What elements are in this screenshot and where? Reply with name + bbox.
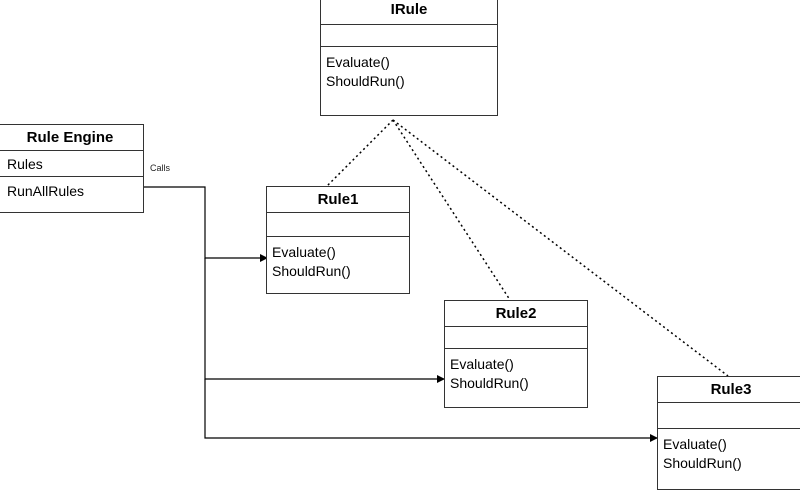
rule1-title: Rule1	[267, 187, 409, 213]
realization-line-rule2	[392, 119, 511, 301]
calls-connector-rule1	[143, 186, 268, 262]
rule1-methods-section: Evaluate() ShouldRun()	[267, 237, 409, 281]
rule2-title: Rule2	[445, 301, 587, 327]
rule1-method-shouldrun: ShouldRun()	[272, 263, 351, 279]
realization-line-rule3	[392, 119, 729, 377]
rule3-class-box[interactable]: Rule3 Evaluate() ShouldRun()	[657, 376, 800, 490]
rule1-method-evaluate: Evaluate()	[272, 244, 336, 260]
irule-method-shouldrun: ShouldRun()	[326, 73, 405, 89]
rule2-method-evaluate: Evaluate()	[450, 356, 514, 372]
realization-line-rule1	[326, 119, 394, 187]
rule3-method-shouldrun: ShouldRun()	[663, 455, 742, 471]
irule-methods-section: Evaluate() ShouldRun()	[321, 47, 497, 91]
rule-engine-attribute-rules: Rules	[0, 151, 143, 177]
rule3-attributes-section	[658, 403, 800, 429]
calls-connector-rule3	[204, 379, 658, 442]
irule-method-evaluate: Evaluate()	[326, 54, 390, 70]
calls-label: Calls	[150, 163, 171, 173]
rule1-class-box[interactable]: Rule1 Evaluate() ShouldRun()	[266, 186, 410, 294]
rule3-methods-section: Evaluate() ShouldRun()	[658, 429, 800, 473]
rule-engine-methods-section: RunAllRules	[0, 177, 143, 201]
irule-title: IRule	[321, 0, 497, 25]
rule3-method-evaluate: Evaluate()	[663, 436, 727, 452]
rule1-attributes-section	[267, 213, 409, 237]
rule-engine-method-runallrules: RunAllRules	[7, 183, 85, 199]
rule2-methods-section: Evaluate() ShouldRun()	[445, 349, 587, 393]
rule2-attributes-section	[445, 327, 587, 349]
rule-engine-class-box[interactable]: Rule Engine Rules RunAllRules	[0, 124, 144, 213]
rule2-method-shouldrun: ShouldRun()	[450, 375, 529, 391]
rule3-title: Rule3	[658, 377, 800, 403]
rule2-class-box[interactable]: Rule2 Evaluate() ShouldRun()	[444, 300, 588, 408]
irule-attributes-section	[321, 25, 497, 47]
irule-interface-box[interactable]: IRule Evaluate() ShouldRun()	[320, 0, 498, 116]
rule-engine-title: Rule Engine	[0, 125, 143, 151]
